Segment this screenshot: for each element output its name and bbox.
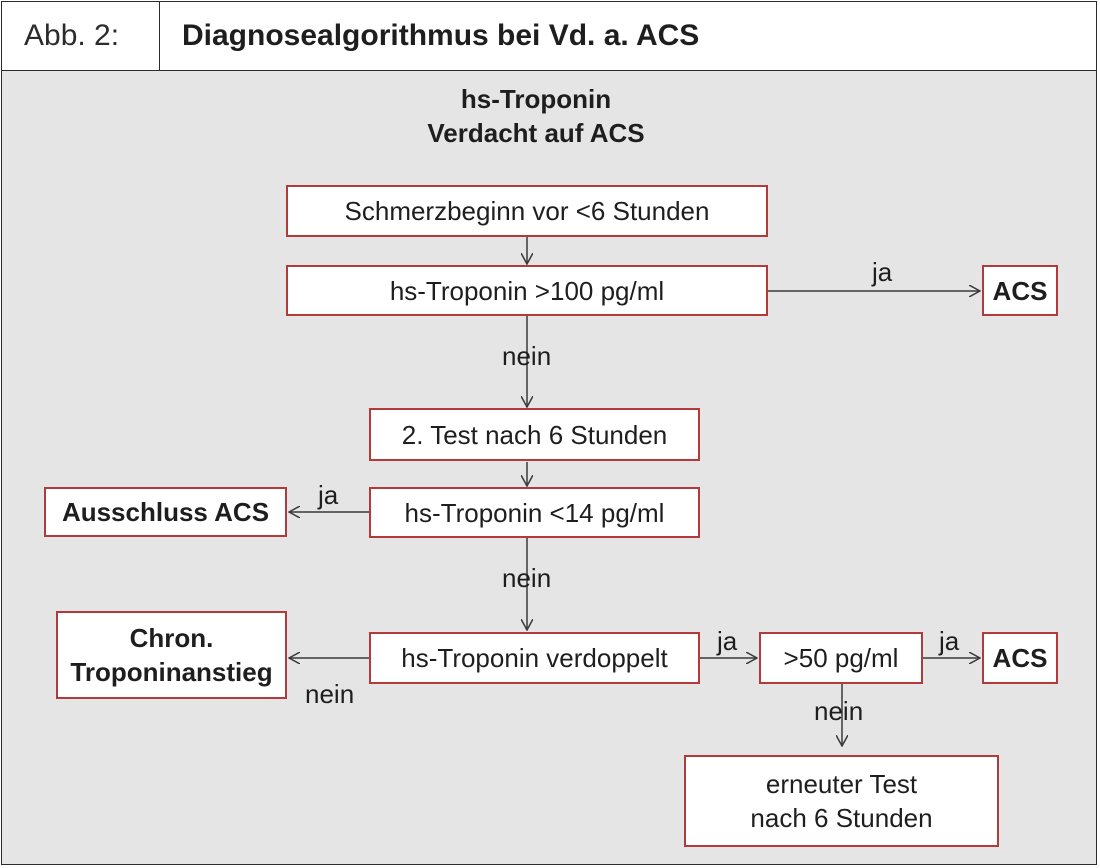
edge-label-nein-chron: nein: [305, 679, 355, 709]
figure-header: Abb. 2: Diagnosealgorithmus bei Vd. a. A…: [2, 2, 1096, 71]
chron-line2: Troponinanstieg: [70, 657, 273, 687]
node-chron-troponinanstieg: Chron. Troponinanstieg: [56, 611, 287, 699]
node-erneuter-test: erneuter Test nach 6 Stunden: [684, 755, 999, 847]
diagram-heading-line2: Verdacht auf ACS: [427, 118, 645, 148]
node-acs-1: ACS: [982, 265, 1058, 316]
edge-label-nein-verdoppelt: nein: [502, 563, 552, 593]
node-test-6h: 2. Test nach 6 Stunden: [369, 408, 700, 461]
edge-label-nein-erneut: nein: [814, 696, 864, 726]
diagram-heading-line1: hs-Troponin: [460, 84, 612, 114]
erneut-line2: nach 6 Stunden: [750, 803, 933, 833]
edge-label-ja-gt50: ja: [717, 626, 738, 656]
edge-label-ja-acs2: ja: [939, 626, 960, 656]
node-troponin-verdoppelt: hs-Troponin verdoppelt: [369, 632, 700, 684]
edge-label-ja-ausschluss: ja: [318, 480, 339, 510]
node-troponin-14: hs-Troponin <14 pg/ml: [369, 487, 700, 538]
node-ausschluss-acs: Ausschluss ACS: [44, 487, 287, 537]
node-troponin-100: hs-Troponin >100 pg/ml: [286, 265, 768, 316]
node-gt50: >50 pg/ml: [759, 632, 923, 684]
figure-label: Abb. 2:: [2, 2, 160, 70]
node-acs-2: ACS: [982, 632, 1058, 684]
edge-label-nein-test: nein: [502, 341, 552, 371]
chron-line1: Chron.: [129, 623, 214, 653]
erneut-line1: erneuter Test: [765, 769, 918, 799]
figure-title: Diagnosealgorithmus bei Vd. a. ACS: [182, 19, 700, 52]
node-schmerzbeginn: Schmerzbeginn vor <6 Stunden: [286, 185, 768, 237]
edge-label-ja-acs1: ja: [872, 257, 893, 287]
